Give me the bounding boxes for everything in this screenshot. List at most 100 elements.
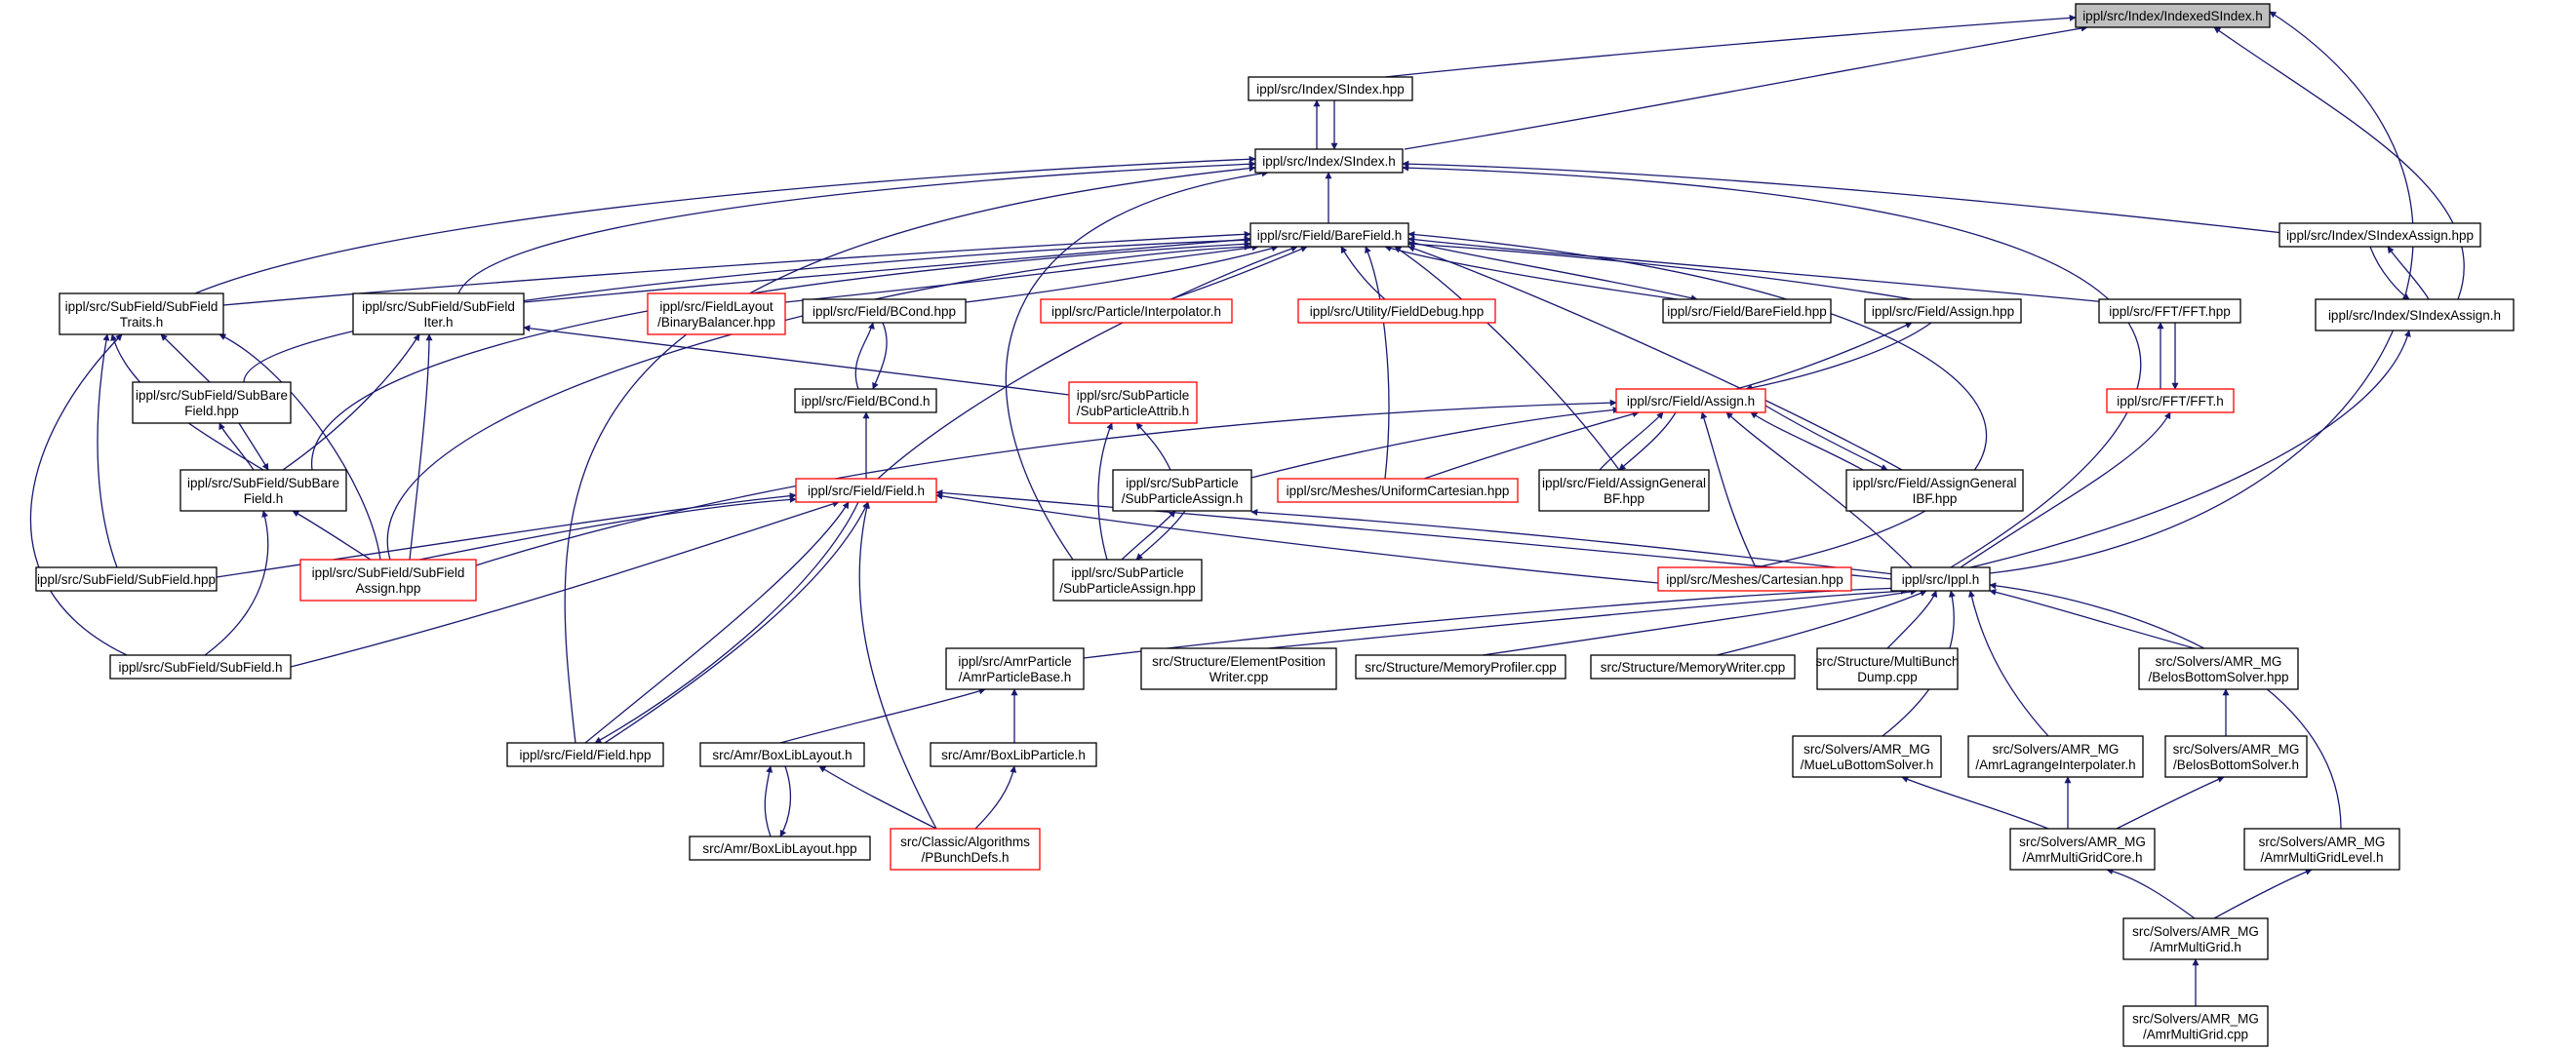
node-label: src/Solvers/AMR_MG: [2019, 835, 2146, 849]
node-box: [2315, 298, 2515, 331]
edge-subparticleassign_hpp-to-subparticleattrib_h: [1097, 422, 1113, 561]
node-assign-h[interactable]: ippl/src/Field/Assign.h: [1615, 388, 1766, 413]
node-sindex-hpp[interactable]: ippl/src/Index/SIndex.hpp: [1248, 76, 1413, 101]
node-label: src/Structure/ElementPosition: [1152, 654, 1326, 669]
edge-subparticleassign_h-to-assign_h: [1250, 407, 1620, 479]
node-indexedsindex-h[interactable]: ippl/src/Index/IndexedSIndex.h: [2075, 3, 2271, 28]
node-label: ippl/src/Utility/FieldDebug.hpp: [1310, 304, 1485, 319]
node-box: [945, 647, 1085, 690]
node-label: /BelosBottomSolver.h: [2173, 758, 2299, 772]
node-memoryprofiler-cpp[interactable]: src/Structure/MemoryProfiler.cpp: [1355, 654, 1566, 680]
node-boxliblayout-hpp[interactable]: src/Amr/BoxLibLayout.hpp: [689, 836, 871, 861]
node-box: [1538, 469, 1710, 512]
node-label: src/Classic/Algorithms: [900, 835, 1030, 849]
node-subparticleattrib-h[interactable]: ippl/src/SubParticle/SubParticleAttrib.h: [1068, 381, 1198, 424]
node-label: src/Solvers/AMR_MG: [2132, 1012, 2259, 1027]
node-bcond-h[interactable]: ippl/src/Field/BCond.h: [794, 388, 937, 413]
node-sindexassign-h[interactable]: ippl/src/Index/SIndexAssign.h: [2315, 298, 2515, 331]
node-amrmultigrid-h[interactable]: src/Solvers/AMR_MG/AmrMultiGrid.h: [2122, 917, 2269, 960]
edge-assigngeneralbf_hpp-to-assign_h: [1599, 411, 1664, 471]
edge-belosbottomsolver_hpp-to-ippl_h: [1989, 588, 2196, 649]
node-box: [1040, 298, 1233, 324]
node-belosbottomsolver-h[interactable]: src/Solvers/AMR_MG/BelosBottomSolver.h: [2164, 735, 2308, 778]
node-subparticleassign-h[interactable]: ippl/src/SubParticle/SubParticleAssign.h: [1112, 469, 1252, 512]
edge-subfieldtraits_h-to-sindex_h: [194, 155, 1256, 294]
edge-subfielditer_h-to-sindex_h: [457, 160, 1256, 294]
node-fielddebug-hpp[interactable]: ippl/src/Utility/FieldDebug.hpp: [1297, 298, 1496, 324]
edge-assign_hpp-to-barefield_h: [1407, 240, 1913, 300]
node-memorywriter-cpp[interactable]: src/Structure/MemoryWriter.cpp: [1590, 654, 1796, 680]
node-box: [1140, 647, 1337, 690]
node-binarybalancer[interactable]: ippl/src/FieldLayout/BinaryBalancer.hpp: [647, 292, 786, 335]
edge-amrmultigridlevel_h-to-ippl_h: [1989, 582, 2342, 830]
node-label: ippl/src/Field/BCond.h: [801, 394, 930, 408]
node-cartesian-hpp[interactable]: ippl/src/Meshes/Cartesian.hpp: [1657, 566, 1852, 592]
node-label: src/Amr/BoxLibParticle.h: [941, 748, 1086, 762]
node-label: ippl/src/Field/AssignGeneral: [1852, 476, 2016, 490]
node-field-hpp[interactable]: ippl/src/Field/Field.hpp: [506, 742, 664, 767]
node-label: ippl/src/Field/Field.hpp: [519, 748, 651, 762]
node-muelubottomsolver-h[interactable]: src/Solvers/AMR_MG/MueLuBottomSolver.h: [1792, 735, 1942, 778]
edge-sindexassign_h-to-sindexassign_hpp: [2369, 246, 2410, 300]
node-subfield-hpp[interactable]: ippl/src/SubField/SubField.hpp: [35, 566, 218, 592]
node-barefield-h[interactable]: ippl/src/Field/BareField.h: [1249, 222, 1409, 248]
node-label: Writer.cpp: [1209, 670, 1269, 684]
edge-ippl_h-to-sindexassign_h: [1969, 330, 2411, 568]
node-sindex-h[interactable]: ippl/src/Index/SIndex.h: [1254, 148, 1404, 174]
node-label: ippl/src/SubField/SubBare: [136, 388, 288, 403]
node-assign-hpp[interactable]: ippl/src/Field/Assign.hpp: [1864, 298, 2022, 324]
node-label: BF.hpp: [1604, 491, 1645, 506]
node-amrmultigridcore-h[interactable]: src/Solvers/AMR_MG/AmrMultiGridCore.h: [2009, 828, 2156, 871]
node-box: [1967, 735, 2144, 778]
node-fft-hpp[interactable]: ippl/src/FFT/FFT.hpp: [2098, 298, 2241, 324]
node-boxlibparticle-h[interactable]: src/Amr/BoxLibParticle.h: [930, 742, 1097, 767]
edge-field_hpp-to-field_h: [604, 501, 869, 744]
node-label: src/Solvers/AMR_MG: [2259, 835, 2386, 849]
node-box: [1068, 381, 1198, 424]
node-uniformcartesian-hpp[interactable]: ippl/src/Meshes/UniformCartesian.hpp: [1277, 478, 1519, 503]
node-label: Iter.h: [423, 315, 453, 330]
edge-amrmultigridcore_h-to-belosbottomsolver_h: [2116, 776, 2225, 830]
node-amrparticlebase-h[interactable]: ippl/src/AmrParticle/AmrParticleBase.h: [945, 647, 1085, 690]
edge-subparticleassign_hpp-to-sindex_h: [1005, 170, 1269, 561]
node-field-h[interactable]: ippl/src/Field/Field.h: [795, 478, 937, 503]
node-label: Field.h: [244, 491, 284, 506]
node-label: ippl/src/SubParticle: [1071, 565, 1184, 580]
node-label: IBF.hpp: [1913, 491, 1958, 506]
node-amrmultigrid-cpp[interactable]: src/Solvers/AMR_MG/AmrMultiGrid.cpp: [2122, 1005, 2269, 1047]
edge-assign_h-to-assigngeneralbf_hpp: [1618, 411, 1677, 471]
node-label: Assign.hpp: [356, 581, 421, 596]
edge-boxliblayout_h-to-boxliblayout_hpp: [779, 765, 792, 837]
node-sindexassign-hpp[interactable]: ippl/src/Index/SIndexAssign.hpp: [2279, 222, 2481, 248]
node-ippl-h[interactable]: ippl/src/Ippl.h: [1890, 566, 1991, 592]
node-box: [802, 298, 967, 324]
node-subfield-h[interactable]: ippl/src/SubField/SubField.h: [109, 654, 292, 680]
node-amrlagrangeinterpolater-h[interactable]: src/Solvers/AMR_MG/AmrLagrangeInterpolat…: [1967, 735, 2144, 778]
node-box: [109, 654, 292, 680]
node-amrmultigridlevel-h[interactable]: src/Solvers/AMR_MG/AmrMultiGridLevel.h: [2243, 828, 2400, 871]
node-subparticleassign-hpp[interactable]: ippl/src/SubParticle/SubParticleAssign.h…: [1052, 559, 1203, 602]
edge-subparticleassign_h-to-subparticleassign_hpp: [1135, 510, 1186, 561]
edge-subfieldassign_hpp-to-subfieldtraits_h: [218, 333, 381, 561]
node-pbunchdefs-h[interactable]: src/Classic/Algorithms/PBunchDefs.h: [890, 828, 1041, 871]
node-boxliblayout-h[interactable]: src/Amr/BoxLibLayout.h: [699, 742, 865, 767]
edge-amrlagrangeinterpolater_h-to-ippl_h: [1967, 590, 2049, 737]
node-belosbottomsolver-hpp[interactable]: src/Solvers/AMR_MG/BelosBottomSolver.hpp: [2138, 647, 2299, 690]
node-label: ippl/src/Index/SIndexAssign.hpp: [2286, 228, 2474, 243]
node-interpolator-h[interactable]: ippl/src/Particle/Interpolator.h: [1040, 298, 1233, 324]
node-barefield-hpp[interactable]: ippl/src/Field/BareField.hpp: [1662, 298, 1832, 324]
node-label: ippl/src/Ippl.h: [1902, 572, 1980, 587]
node-fft-h[interactable]: ippl/src/FFT/FFT.h: [2106, 388, 2235, 413]
node-bcond-hpp[interactable]: ippl/src/Field/BCond.hpp: [802, 298, 967, 324]
node-label: ippl/src/Field/Assign.h: [1627, 394, 1755, 408]
